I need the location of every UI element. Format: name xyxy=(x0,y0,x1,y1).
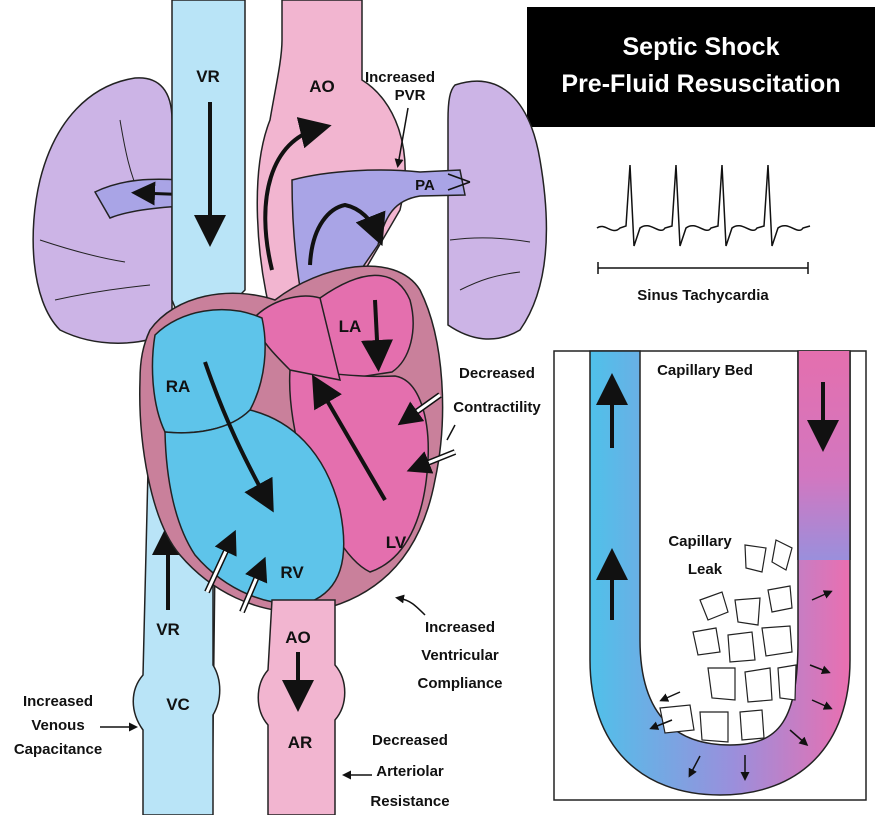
label-la: LA xyxy=(339,317,362,336)
label-lv: LV xyxy=(386,533,407,552)
venous-line-3: Capacitance xyxy=(14,741,102,758)
title-line-1: Septic Shock xyxy=(623,33,780,61)
compliance-line-3: Compliance xyxy=(417,675,502,692)
label-ra: RA xyxy=(166,377,191,396)
label-vr-bottom: VR xyxy=(156,620,180,639)
leak-label-line-2: Leak xyxy=(688,561,723,578)
pvr-line-1: Increased xyxy=(365,69,435,86)
ecg-scale-bar xyxy=(598,262,808,274)
label-vr-top: VR xyxy=(196,67,220,86)
label-ao-top: AO xyxy=(309,77,335,96)
label-pa: PA xyxy=(415,177,435,194)
ecg-strip: Sinus Tachycardia xyxy=(597,165,810,304)
compliance-line-2: Ventricular xyxy=(421,647,499,664)
arteriolar-line-2: Arteriolar xyxy=(376,763,444,780)
venous-line-2: Venous xyxy=(31,717,84,734)
contractility-line-2: Contractility xyxy=(453,399,541,416)
label-ao-bottom: AO xyxy=(285,628,311,647)
arteriolar-line-1: Decreased xyxy=(372,732,448,749)
title-line-2: Pre-Fluid Resuscitation xyxy=(561,70,840,98)
pvr-line-2: PVR xyxy=(395,87,426,104)
compliance-line-1: Increased xyxy=(425,619,495,636)
contractility-line-1: Decreased xyxy=(459,365,535,382)
arteriolar-line-3: Resistance xyxy=(370,793,449,810)
ecg-trace xyxy=(597,165,810,246)
leak-label-line-1: Capillary xyxy=(668,533,732,550)
label-vc: VC xyxy=(166,695,190,714)
title-box: Septic Shock Pre-Fluid Resuscitation xyxy=(527,7,875,127)
venous-line-1: Increased xyxy=(23,693,93,710)
label-ar: AR xyxy=(288,733,313,752)
inset-title: Capillary Bed xyxy=(657,362,753,379)
compliance-pointer xyxy=(398,598,425,615)
capillary-bed-inset: Capillary Bed Capillary Leak xyxy=(554,351,866,800)
left-lung xyxy=(33,78,172,343)
ecg-label: Sinus Tachycardia xyxy=(637,287,769,304)
label-rv: RV xyxy=(280,563,304,582)
